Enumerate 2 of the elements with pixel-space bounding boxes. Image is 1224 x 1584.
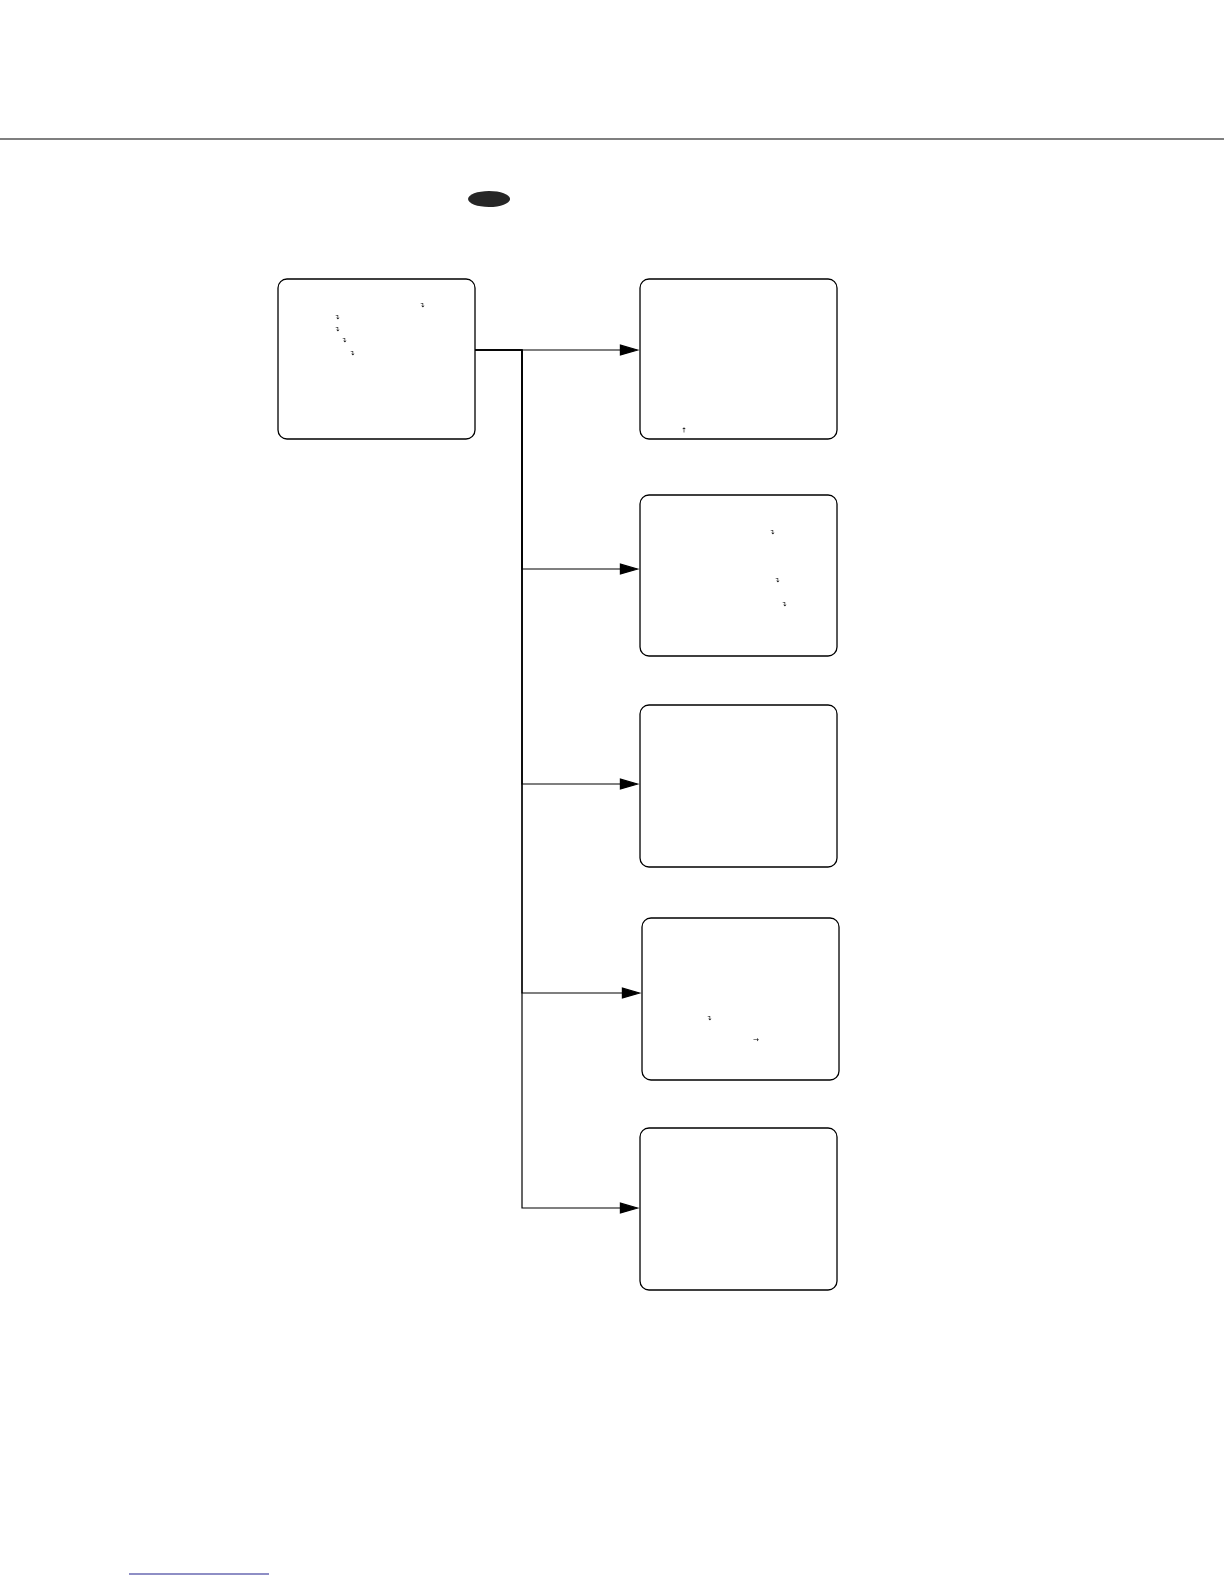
empty-screen-box bbox=[639, 704, 838, 868]
empty-screen-box bbox=[639, 1127, 838, 1291]
